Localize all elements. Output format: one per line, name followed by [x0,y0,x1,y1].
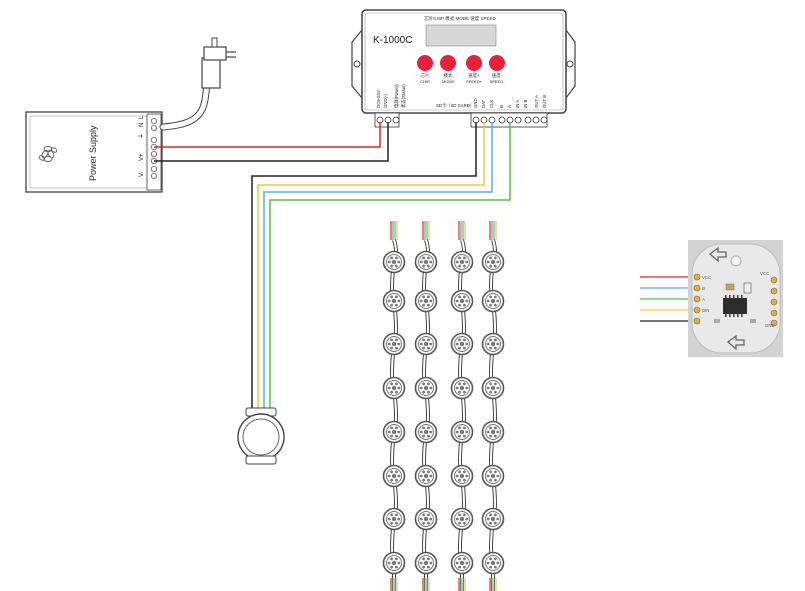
port-label-out-a: OUT A [534,95,539,108]
ps-terminal-earth: ⏚ [138,133,145,139]
pixel-board-wires [640,276,695,322]
board-label-vcc-right: VCC [760,271,769,276]
pixel-module [450,289,474,313]
board-label-gnd: GND [765,323,775,328]
wire-b [269,122,511,409]
pixel-module [450,376,474,400]
pixel-module [414,250,438,274]
mode-button-en: MODE [442,79,454,84]
ps-terminal-vplus: V+ [139,153,145,161]
wires [154,122,511,409]
pixel-module [450,464,474,488]
pixel-module [481,289,505,313]
port-label-in-b: IN B [523,100,528,108]
pixel-module [414,420,438,444]
pixel-module [481,332,505,356]
port-label-power: 电源(Power) [393,84,400,108]
speed-up-button[interactable] [466,55,482,71]
power-supply-title: Power Supply [88,125,98,181]
speed-up-button-cn: 速度+ [468,72,480,79]
pixel-module [414,551,438,575]
wire-power-positive [154,122,381,148]
chip-button[interactable] [417,55,433,71]
controller-model: K-1000C [373,35,412,46]
pixel-module [382,289,406,313]
pixel-string [414,221,438,591]
pixel-module [481,551,505,575]
wire-gnd [251,122,477,409]
mode-button[interactable] [440,55,456,71]
port-label-dat: DAT [481,99,486,108]
controller-buttons: 芯片 CHIP 模式 MODE 速度+ SPEED+ 速度- SPEED- [417,55,505,84]
pixel-board: VCC B A DIN GND VCC [640,240,783,357]
wire-dat [257,122,485,409]
controller-terminal-blocks [374,112,548,128]
ps-terminal-l: L [139,115,145,119]
receiver-module [237,407,285,465]
port-label-a: A [507,105,512,108]
port-label-status: 状态(Status) [400,84,407,108]
pixel-module [414,507,438,531]
ps-terminal-vminus: V- [139,171,145,177]
port-label-dc: DC5-24V [376,90,381,108]
pixel-strings [382,221,505,591]
pixel-string [450,221,474,591]
controller: 芯片CHIP 模式 MODE 速度 SPEED K-1000C 芯片 CHIP … [351,9,576,128]
pixel-module [450,250,474,274]
speed-down-button[interactable] [489,55,505,71]
pixel-module [481,507,505,531]
pixel-module [481,376,505,400]
pixel-module [481,420,505,444]
board-label-b: B [702,286,705,291]
pixel-module [414,376,438,400]
port-label-gnd: GND [473,98,478,108]
pixel-module [450,507,474,531]
wire-clk [263,122,493,409]
chip-button-en: CHIP [420,79,430,84]
speed-down-button-en: SPEED- [490,79,506,84]
speed-down-button-cn: 速度- [492,72,503,79]
board-label-a: A [702,297,705,302]
power-supply: Power Supply N L ⏚ V+ V- [25,111,163,193]
speed-up-button-en: SPEED+ [466,79,483,84]
port-label-gnd-in: GND(-) [383,94,388,108]
port-label-out-b: OUT B [542,95,547,108]
pixel-module [382,551,406,575]
board-label-vcc-left: VCC [702,275,711,280]
chip-button-cn: 芯片 [421,72,430,79]
arrow-left-icon [708,246,745,351]
controller-body [361,9,567,114]
pixel-string [481,221,505,591]
board-label-din: DIN [702,308,709,313]
driver-chip [723,298,747,314]
fan-icon [38,146,58,162]
pixel-module [382,420,406,444]
pixel-module [382,332,406,356]
pixel-module [450,420,474,444]
pixel-module [450,551,474,575]
controller-display [425,24,497,47]
pixel-module [450,332,474,356]
sd-card-label: SD卡（SD CARD） [436,102,474,109]
port-label-in-a: IN A [515,100,520,108]
mode-button-cn: 模式 [444,72,453,79]
pixel-module [414,464,438,488]
controller-top-label: 芯片CHIP 模式 MODE 速度 SPEED [424,15,496,22]
pixel-module [382,507,406,531]
ps-terminal-n: N [139,123,145,127]
pixel-module [382,376,406,400]
pixel-module [382,250,406,274]
pixel-module [414,289,438,313]
ac-plug [159,37,236,131]
pixel-module [481,464,505,488]
pixel-string [382,221,406,591]
port-label-b: B [499,105,504,108]
port-label-clk: CLK [489,100,494,108]
wire-power-negative [154,122,389,162]
pixel-module [414,332,438,356]
pixel-module [481,250,505,274]
pixel-module [382,464,406,488]
